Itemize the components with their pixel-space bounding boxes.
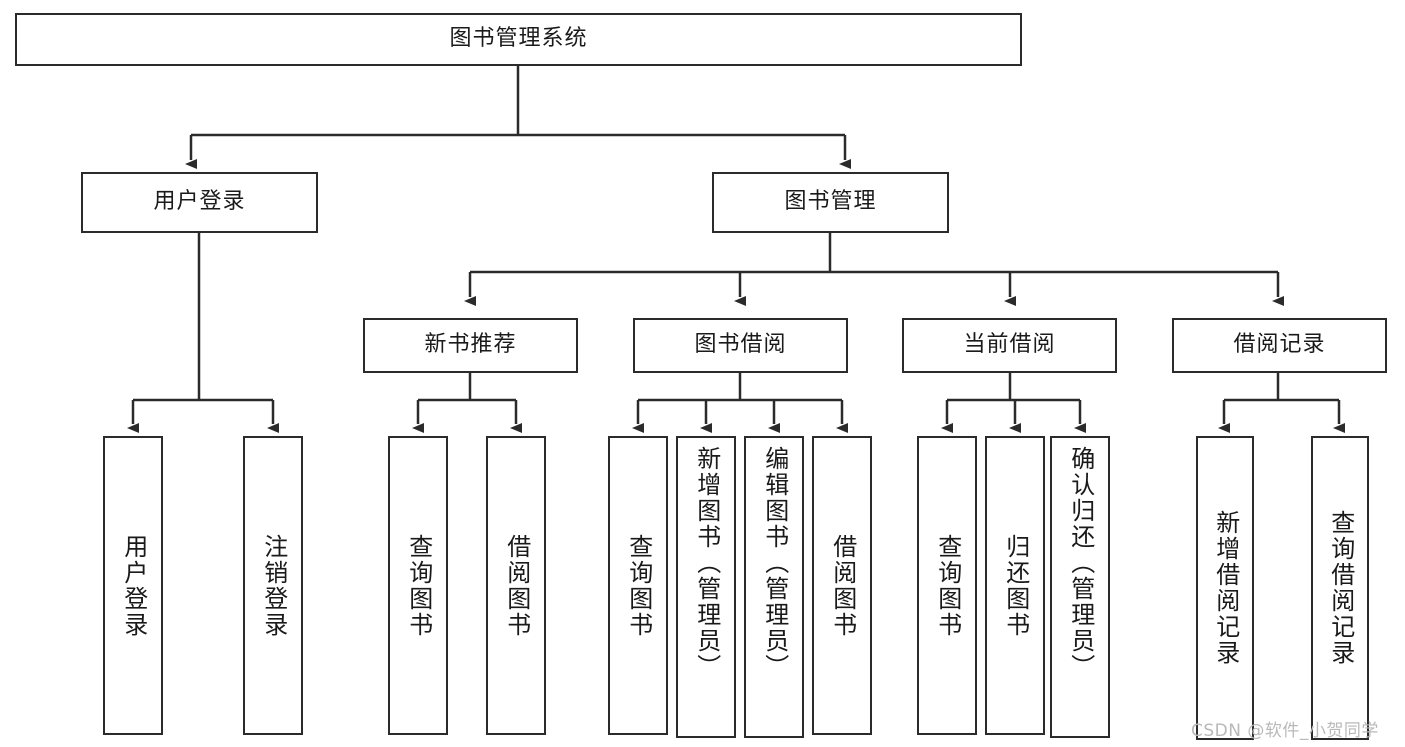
- leaf-borrow-query-book-label: 查询图书: [624, 533, 653, 638]
- leaf-current-confirm-return-label: 确认归还（管理员）: [1066, 446, 1095, 680]
- leaf-borrow-add-book-label: 新增图书（管理员）: [692, 446, 721, 680]
- leaf-user-login-logout[interactable]: 注销登录: [243, 436, 303, 735]
- leaf-current-return-book[interactable]: 归还图书: [985, 436, 1045, 735]
- node-root[interactable]: 图书管理系统: [15, 13, 1022, 66]
- leaf-borrow-borrow-book[interactable]: 借阅图书: [812, 436, 872, 735]
- node-new-book-recommend-label: 新书推荐: [424, 332, 517, 358]
- node-current-borrow[interactable]: 当前借阅: [902, 318, 1117, 373]
- leaf-user-login-login[interactable]: 用户登录: [103, 436, 163, 735]
- leaf-new-book-borrow[interactable]: 借阅图书: [486, 436, 546, 735]
- node-book-borrow-label: 图书借阅: [694, 332, 787, 358]
- node-borrow-record[interactable]: 借阅记录: [1172, 318, 1387, 373]
- csdn-watermark: CSDN @软件_小贺同学: [1191, 721, 1379, 741]
- leaf-borrow-borrow-book-label: 借阅图书: [828, 533, 857, 638]
- leaf-borrow-add-book[interactable]: 新增图书（管理员）: [676, 436, 736, 738]
- node-current-borrow-label: 当前借阅: [963, 332, 1056, 358]
- leaf-current-query-book-label: 查询图书: [933, 533, 962, 638]
- leaf-new-book-query-label: 查询图书: [404, 533, 433, 638]
- leaf-record-query-label: 查询借阅记录: [1326, 510, 1355, 666]
- leaf-borrow-edit-book[interactable]: 编辑图书（管理员）: [744, 436, 804, 738]
- leaf-user-login-logout-label: 注销登录: [259, 533, 288, 638]
- leaf-user-login-login-label: 用户登录: [119, 533, 148, 638]
- leaf-current-confirm-return[interactable]: 确认归还（管理员）: [1050, 436, 1110, 738]
- leaf-current-return-book-label: 归还图书: [1001, 533, 1030, 638]
- node-user-login[interactable]: 用户登录: [81, 172, 318, 233]
- node-user-login-label: 用户登录: [153, 189, 246, 215]
- node-book-borrow[interactable]: 图书借阅: [633, 318, 848, 373]
- leaf-record-add[interactable]: 新增借阅记录: [1196, 436, 1254, 740]
- leaf-new-book-query[interactable]: 查询图书: [388, 436, 448, 735]
- leaf-borrow-query-book[interactable]: 查询图书: [608, 436, 668, 735]
- leaf-record-add-label: 新增借阅记录: [1211, 510, 1240, 666]
- node-root-label: 图书管理系统: [449, 26, 588, 52]
- node-new-book-recommend[interactable]: 新书推荐: [363, 318, 578, 373]
- leaf-borrow-edit-book-label: 编辑图书（管理员）: [760, 446, 789, 680]
- node-book-management-label: 图书管理: [784, 189, 877, 215]
- leaf-record-query[interactable]: 查询借阅记录: [1311, 436, 1369, 740]
- node-book-management[interactable]: 图书管理: [712, 172, 949, 233]
- leaf-new-book-borrow-label: 借阅图书: [502, 533, 531, 638]
- leaf-current-query-book[interactable]: 查询图书: [917, 436, 977, 735]
- node-borrow-record-label: 借阅记录: [1233, 332, 1326, 358]
